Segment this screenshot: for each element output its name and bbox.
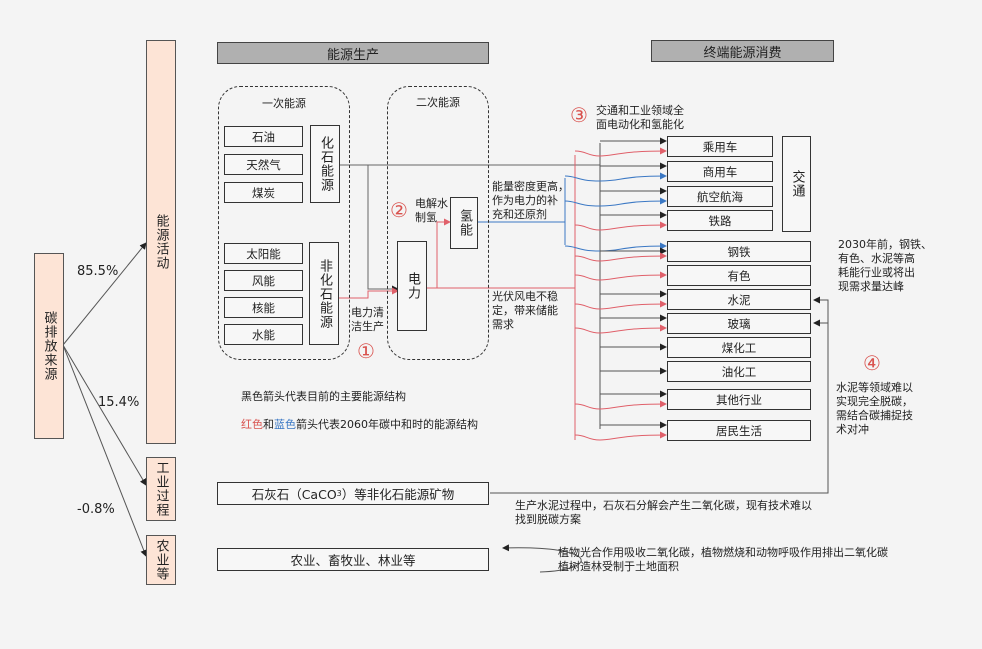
legend-and: 和 [263, 418, 274, 431]
marker-4: ④ [863, 351, 881, 375]
branch-arrow-r [574, 252, 667, 262]
branch-arrow-r [574, 300, 667, 310]
primary-energy-title: 一次能源 [262, 97, 306, 110]
arrow-agri [62, 344, 148, 557]
category-industry: 工业过程 [146, 457, 176, 521]
fossil-energy-box: 化石能源 [310, 125, 340, 203]
share-industry: 15.4% [98, 395, 140, 410]
legend-rest: 箭头代表2060年碳中和时的能源结构 [296, 418, 478, 431]
branch-arrow-b [564, 172, 667, 182]
category-industry-label: 工业过程 [153, 461, 169, 517]
note-hydrogen: 能量密度更高， 作为电力的补 充和还原剂 [492, 180, 569, 221]
nonfossil-item-solar: 太阳能 [224, 243, 303, 264]
consumption-item: 煤化工 [667, 337, 811, 358]
nonfossil-item-wind: 风能 [224, 270, 303, 291]
category-energy: 能源活动 [146, 40, 176, 444]
transport-group-box: 交通 [782, 136, 811, 232]
consumption-item: 其他行业 [667, 389, 811, 410]
legend-blue: 蓝色 [274, 418, 296, 431]
legend-line-1: 黑色箭头代表目前的主要能源结构 [241, 390, 406, 403]
branch-arrow-b [564, 197, 667, 207]
marker-1: ① [357, 339, 375, 363]
note-peak-demand: 2030年前，钢铁、 有色、水泥等高 耗能行业或将出 现需求量达峰 [838, 238, 932, 293]
note-agriculture: 植物光合作用吸收二氧化碳，植物燃烧和动物呼吸作用排出二氧化碳 植树造林受制于土地… [558, 546, 888, 573]
emission-source-box: 碳排放来源 [34, 253, 64, 439]
branch-arrow-r [574, 324, 667, 334]
note-clean-power: 电力清 洁生产 [351, 306, 384, 333]
fossil-item-coal: 煤炭 [224, 182, 303, 203]
note-limestone: 生产水泥过程中，石灰石分解会产生二氧化碳，现有技术难以 找到脱碳方案 [515, 499, 812, 526]
legend-line-2: 红色和蓝色箭头代表2060年碳中和时的能源结构 [241, 404, 478, 432]
note-electrolysis: 电解水 制氢 [415, 197, 448, 224]
marker-3: ③ [570, 103, 588, 127]
category-agri: 农业等 [146, 535, 176, 585]
consumption-item: 有色 [667, 265, 811, 286]
branch-arrow-r [574, 431, 667, 441]
branch-arrow-r [574, 147, 667, 157]
share-energy: 85.5% [77, 264, 119, 279]
secondary-energy-title: 二次能源 [416, 96, 460, 109]
limestone-label-end: ）等非化石能源矿物 [341, 487, 455, 502]
note-pv-storage: 光伏风电不稳 定，带来储能 需求 [492, 290, 558, 331]
category-energy-label: 能源活动 [153, 214, 169, 270]
nonfossil-item-nuclear: 核能 [224, 297, 303, 318]
header-consumption: 终端能源消费 [651, 40, 834, 62]
marker-2: ② [390, 198, 408, 222]
consumption-item: 钢铁 [667, 241, 811, 262]
agri-loop-arrow [502, 544, 582, 573]
consumption-item: 水泥 [667, 289, 811, 310]
consumption-item: 铁路 [667, 210, 773, 231]
emission-source-label: 碳排放来源 [41, 311, 57, 381]
consumption-item: 乘用车 [667, 136, 773, 157]
note-ccs: 水泥等领域难以 实现完全脱碳， 需结合碳捕捉技 术对冲 [836, 381, 913, 436]
branch-arrow-r [574, 221, 667, 231]
primary-energy-group [218, 86, 350, 360]
electricity-box: 电力 [397, 241, 427, 331]
fossil-item-oil: 石油 [224, 126, 303, 147]
note-electrification: 交通和工业领域全 面电动化和氢能化 [596, 104, 684, 131]
branch-arrow-r [574, 271, 667, 281]
arrow-energy [62, 242, 147, 346]
branch-arrow-b [564, 242, 667, 252]
consumption-item: 商用车 [667, 161, 773, 182]
header-production: 能源生产 [217, 42, 489, 64]
arrow-industry [62, 344, 147, 486]
limestone-subscript: 3 [336, 489, 342, 498]
secondary-energy-group [387, 86, 489, 360]
branch-arrow-r [574, 400, 667, 410]
legend-red: 红色 [241, 418, 263, 431]
hydrogen-box: 氢能 [450, 197, 478, 249]
fossil-item-gas: 天然气 [224, 154, 303, 175]
limestone-label: 石灰石（CaCO [251, 487, 337, 502]
share-agri: -0.8% [77, 502, 115, 517]
consumption-item: 玻璃 [667, 313, 811, 334]
nonfossil-energy-box: 非化石能源 [309, 242, 339, 345]
consumption-item: 油化工 [667, 361, 811, 382]
agriculture-box: 农业、畜牧业、林业等 [217, 548, 489, 571]
nonfossil-item-hydro: 水能 [224, 324, 303, 345]
consumption-item: 居民生活 [667, 420, 811, 441]
category-agri-label: 农业等 [153, 539, 169, 581]
consumption-item: 航空航海 [667, 186, 773, 207]
